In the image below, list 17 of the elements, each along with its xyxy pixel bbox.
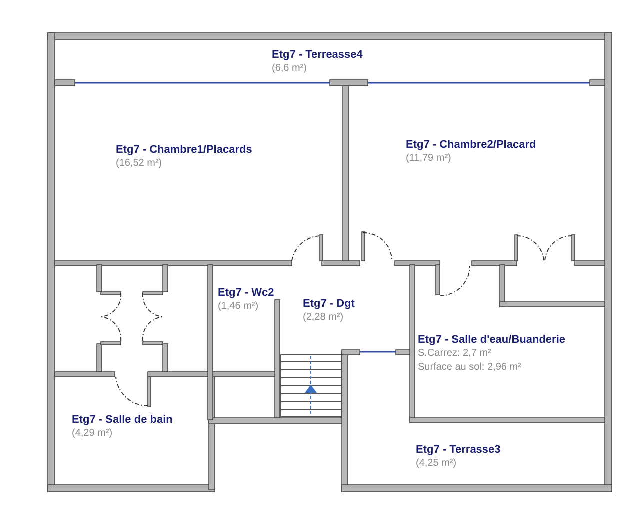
room-area: (4,25 m²) <box>416 457 457 471</box>
room-area: Surface au sol: 2,96 m² <box>418 361 522 375</box>
room-area: S.Carrez: 2,7 m² <box>418 347 492 361</box>
room-name: Etg7 - Chambre1/Placards <box>116 143 252 157</box>
room-name: Etg7 - Terreasse4 <box>272 48 363 62</box>
room-name: Etg7 - Salle d'eau/Buanderie <box>418 333 566 347</box>
room-area: (6,6 m²) <box>272 62 307 76</box>
room-area: (16,52 m²) <box>116 157 162 171</box>
room-name: Etg7 - Salle de bain <box>72 413 173 427</box>
room-name: Etg7 - Dgt <box>303 297 355 311</box>
room-name: Etg7 - Wc2 <box>218 286 274 300</box>
room-name: Etg7 - Chambre2/Placard <box>406 138 536 152</box>
room-area: (2,28 m²) <box>303 311 344 325</box>
room-area: (1,46 m²) <box>218 300 259 314</box>
room-area: (4,29 m²) <box>72 427 113 441</box>
room-name: Etg7 - Terrasse3 <box>416 443 501 457</box>
room-area: (11,79 m²) <box>406 152 452 166</box>
